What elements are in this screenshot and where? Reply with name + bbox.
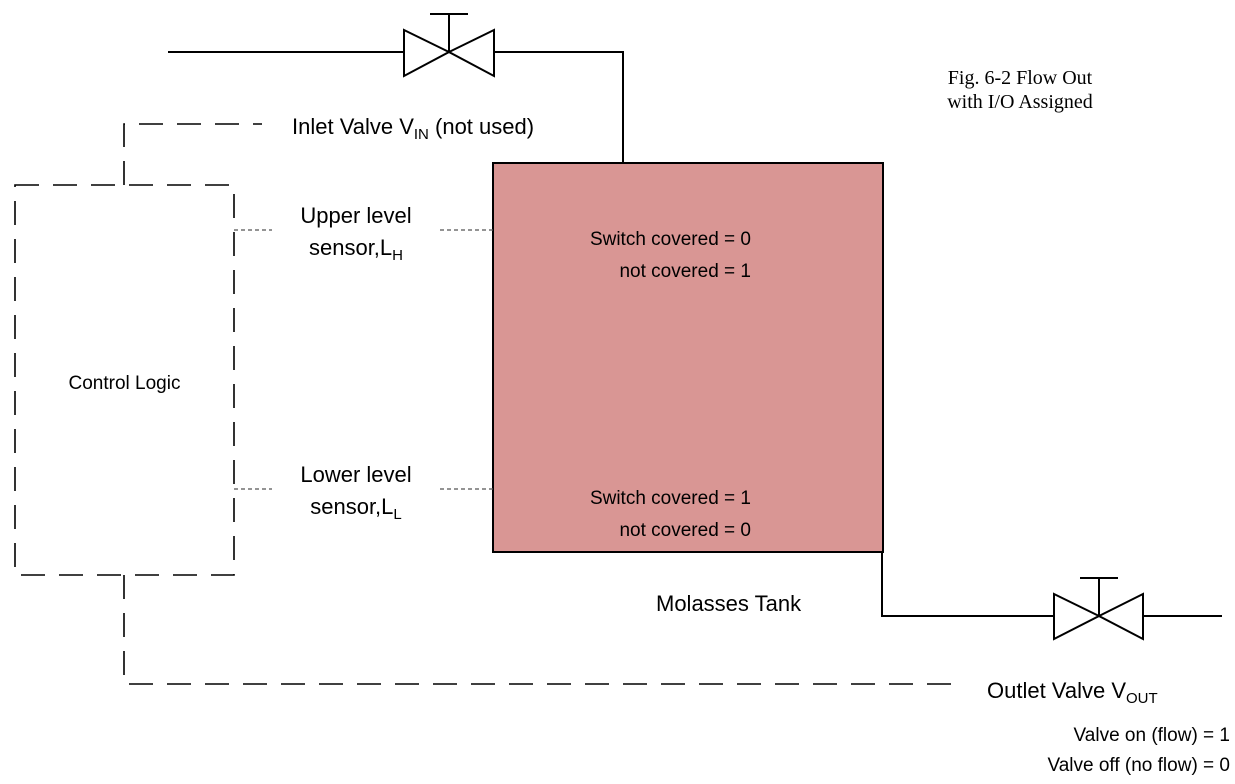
upper-switch-not-covered: not covered = 1: [619, 261, 751, 282]
outlet-valve-on: Valve on (flow) = 1: [1073, 725, 1230, 746]
tank-label: Molasses Tank: [656, 591, 802, 616]
inlet-valve-note: (not used): [428, 114, 535, 139]
lower-sensor-line2: sensor,LL: [272, 491, 440, 526]
figure-caption-line1: Fig. 6-2 Flow Out: [947, 67, 1093, 89]
upper-sensor-line2-text: sensor,L: [308, 235, 393, 260]
upper-sensor-label: Upper level sensor,LH: [272, 200, 440, 267]
inlet-valve-subscript: IN: [413, 126, 429, 143]
figure-caption: Fig. 6-2 Flow Out with I/O Assigned: [900, 66, 1140, 114]
outlet-valve-off: Valve off (no flow) = 0: [1047, 755, 1230, 776]
molasses-tank: [492, 162, 884, 553]
inlet-valve-icon: [403, 13, 495, 78]
lower-sensor-line2-text: sensor,L: [310, 494, 394, 519]
upper-sensor-line1: Upper level: [300, 203, 412, 228]
control-logic-label: Control Logic: [68, 373, 181, 394]
inlet-valve-label: Inlet Valve VIN (not used): [292, 114, 535, 143]
figure-caption-line2: with I/O Assigned: [947, 91, 1093, 113]
inlet-control-line: [123, 123, 262, 185]
inlet-valve-label-text: Inlet Valve V: [292, 114, 414, 139]
lower-sensor-subscript: L: [393, 506, 402, 523]
lower-switch-not-covered: not covered = 0: [619, 520, 751, 541]
upper-switch-covered: Switch covered = 0: [589, 229, 751, 250]
lower-switch-covered: Switch covered = 1: [589, 488, 751, 509]
outlet-valve-label: Outlet Valve VOUT: [987, 678, 1158, 707]
outlet-pipe: [881, 552, 1054, 617]
upper-sensor-line2: sensor,LH: [272, 232, 440, 267]
upper-sensor-subscript: H: [392, 247, 403, 264]
inlet-pipe-to-tank: [494, 51, 624, 163]
outlet-control-line: [123, 575, 955, 685]
lower-sensor-label: Lower level sensor,LL: [272, 459, 440, 526]
outlet-valve-icon: [1053, 577, 1144, 641]
lower-sensor-line1: Lower level: [300, 462, 412, 487]
lower-switch-states: Switch covered = 1 not covered = 0: [520, 483, 751, 547]
upper-switch-states: Switch covered = 0 not covered = 1: [520, 224, 751, 288]
outlet-valve-states: Valve on (flow) = 1 Valve off (no flow) …: [990, 721, 1230, 781]
outlet-valve-subscript: OUT: [1126, 690, 1158, 707]
outlet-valve-label-text: Outlet Valve V: [987, 678, 1126, 703]
